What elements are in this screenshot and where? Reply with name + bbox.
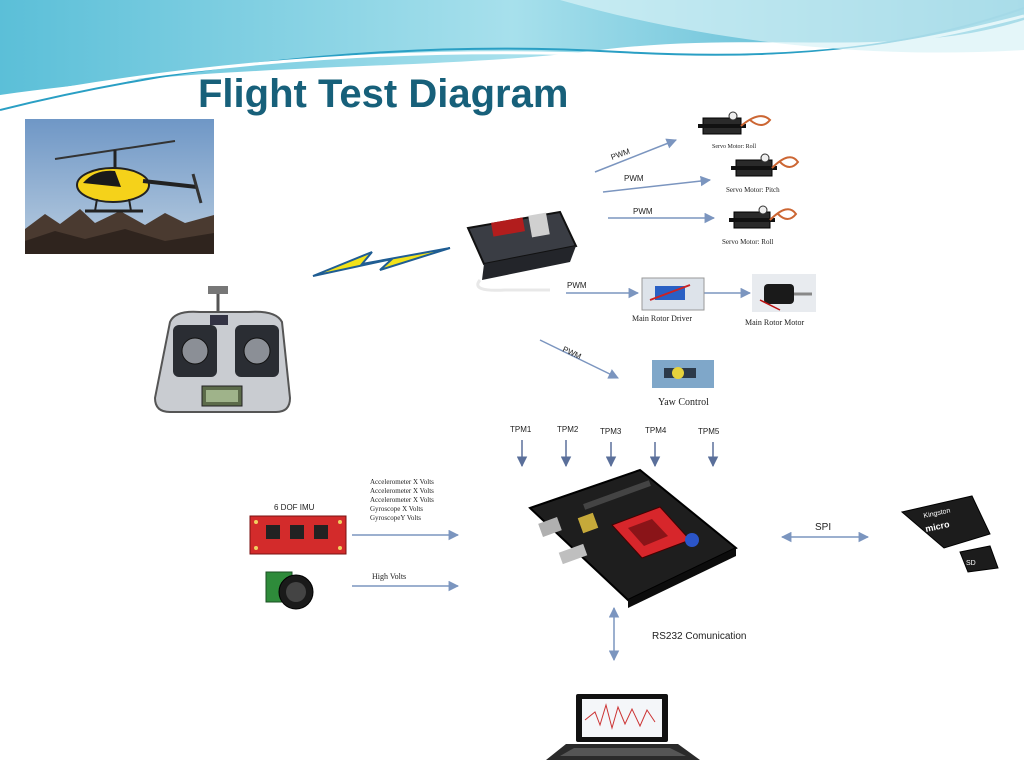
pwm-label-5: PWM [561,345,583,362]
microcontroller-board [528,468,738,608]
servo-label-3: Servo Motor: Roll [722,238,773,246]
pwm-label-3: PWM [633,207,653,216]
rc-transmitter [153,286,292,413]
header-wave-decoration [0,0,1024,111]
main-rotor-motor-label: Main Rotor Motor [745,318,804,327]
spi-label: SPI [815,522,831,533]
slide-title: Flight Test Diagram [198,72,569,116]
servo-label-2: Servo Motor: Pitch [726,186,780,194]
servo-motor-3 [729,205,798,229]
lightning-icon [312,247,451,277]
high-volts-label: High Volts [372,572,406,581]
rc-receiver [466,210,578,292]
servo-label-1: Servo Motor: Roll [712,144,756,150]
tpm-label-3: TPM3 [600,427,622,436]
tpm-label-4: TPM4 [645,426,667,435]
sensor-signal-2: Accelerometer X Volts [370,487,434,495]
svg-text:SD: SD [966,560,976,567]
tpm-label-1: TPM1 [510,425,532,434]
sensor-signal-5: GyroscopeY Volts [370,514,421,522]
sensor-signal-3: Accelerometer X Volts [370,496,434,504]
main-rotor-motor-image [752,274,816,312]
servo-motor-1 [698,111,772,135]
main-rotor-driver-image [641,277,705,311]
ultrasonic-sensor [265,571,314,610]
tpm-label-2: TPM2 [557,425,579,434]
imu-label: 6 DOF IMU [274,503,315,512]
sensor-signal-4: Gyroscope X Volts [370,505,423,513]
servo-motor-2 [731,153,800,177]
sd-card-image: Kingston micro SD [900,495,999,573]
yaw-control-image [652,360,714,388]
pwm-label-4: PWM [567,281,587,290]
tpm-label-5: TPM5 [698,427,720,436]
helicopter-photo [25,119,214,254]
yaw-control-label: Yaw Control [658,397,709,408]
pwm-label-2: PWM [624,174,644,183]
laptop-image [546,694,700,760]
diagram-panel [154,110,1002,768]
sensor-signal-1: Accelerometer X Volts [370,478,434,486]
main-rotor-driver-label: Main Rotor Driver [632,314,692,323]
imu-sensor-board [249,515,347,555]
rs232-label: RS232 Comunication [652,631,747,642]
